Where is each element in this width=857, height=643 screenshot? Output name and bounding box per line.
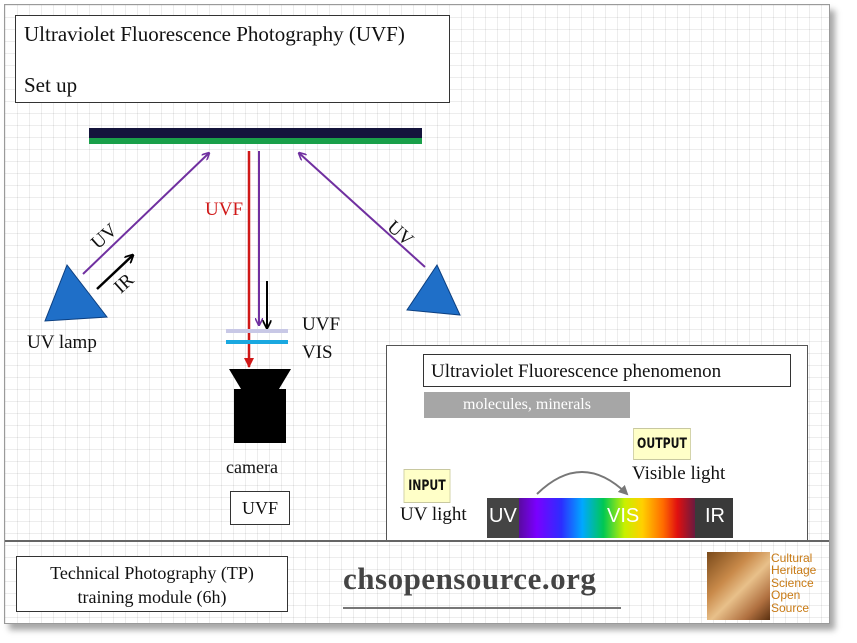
camera-lens xyxy=(229,369,291,389)
site-link[interactable]: chsopensource.org xyxy=(343,561,597,596)
spectrum-uv-label: UV xyxy=(489,505,517,527)
logo-line: Science xyxy=(771,575,814,590)
uv-ray-right xyxy=(299,153,426,268)
module-duration: training module (6h) xyxy=(77,587,227,607)
logo-line: Source xyxy=(771,600,810,615)
phenomenon-title: Ultraviolet Fluorescence phenomenon xyxy=(423,354,791,387)
camera-mode-box: UVF xyxy=(230,491,290,525)
module-box: Technical Photography (TP) training modu… xyxy=(16,556,288,612)
uv-lamp-right xyxy=(406,263,461,316)
logo-line: Open xyxy=(771,588,801,603)
logo-line: Heritage xyxy=(771,563,817,578)
output-label: Visible light xyxy=(632,463,726,484)
vis-filter xyxy=(226,340,288,344)
object-surface xyxy=(89,128,422,138)
spectrum-bar: UV VIS IR xyxy=(487,498,733,538)
page-title: Ultraviolet Fluorescence Photography (UV… xyxy=(24,22,405,46)
chsos-logo: Cultural Heritage Science Open Source xyxy=(707,552,827,622)
uvf-filter xyxy=(226,329,288,333)
spectrum-ir-label: IR xyxy=(705,505,725,527)
camera-body xyxy=(234,389,286,443)
title-box: Ultraviolet Fluorescence Photography (UV… xyxy=(15,15,450,103)
setup-diagram xyxy=(44,128,461,443)
site-underline xyxy=(343,607,621,609)
uv-lamp-label: UV lamp xyxy=(27,332,97,353)
logo-line: Cultural xyxy=(771,551,813,565)
ir-arrow xyxy=(96,255,133,290)
uvf-ray-label: UVF xyxy=(205,199,244,220)
filter-vis-label: VIS xyxy=(302,342,333,363)
camera-label: camera xyxy=(226,457,278,477)
slide: Ultraviolet Fluorescence Photography (UV… xyxy=(4,4,830,624)
input-tag: INPUT xyxy=(403,469,451,503)
output-tag: OUTPUT xyxy=(633,428,691,460)
molecules-badge: molecules, minerals xyxy=(424,392,630,418)
uv-ray-left xyxy=(82,153,209,275)
emission-arrow xyxy=(536,471,629,496)
spectrum-uv-band xyxy=(487,498,519,538)
uv-lamp-left xyxy=(44,263,108,322)
page-subtitle: Set up xyxy=(24,73,78,97)
footer-divider xyxy=(5,540,829,542)
object-layer xyxy=(89,138,422,144)
logo-portrait xyxy=(707,552,770,620)
fluorescence-inset: Ultraviolet Fluorescence phenomenon mole… xyxy=(386,345,808,542)
logo-text: Cultural Heritage Science Open Source xyxy=(771,552,816,614)
spectrum-ir-band xyxy=(695,498,733,538)
module-title: Technical Photography (TP) xyxy=(50,563,254,583)
filter-uvf-label: UVF xyxy=(302,314,341,335)
spectrum-vis-label: VIS xyxy=(607,505,640,527)
spectrum-visible-band xyxy=(519,498,695,538)
input-label: UV light xyxy=(400,504,467,525)
